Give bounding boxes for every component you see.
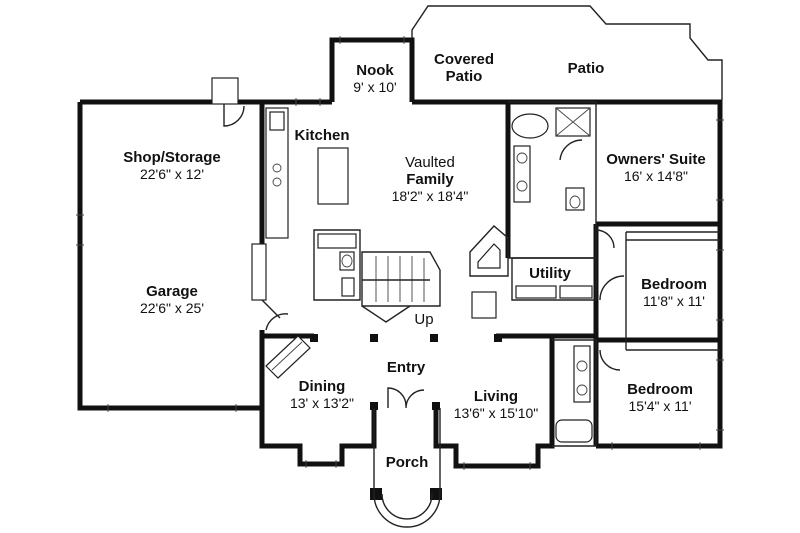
room-labels: Nook 9' x 10' Covered Patio Patio Kitche…	[123, 51, 707, 471]
entry-name: Entry	[387, 359, 426, 376]
porch-name: Porch	[386, 454, 429, 471]
bedroom-1-name: Bedroom	[641, 276, 707, 293]
nook-dims: 9' x 10'	[353, 79, 396, 95]
windows	[76, 36, 724, 470]
bedroom-2-name: Bedroom	[627, 381, 693, 398]
entry-piers	[310, 334, 502, 500]
living-name: Living	[474, 388, 518, 405]
shop-storage-name: Shop/Storage	[123, 149, 221, 166]
covered-patio-line2: Patio	[446, 68, 483, 85]
bedroom-1-dims: 11'8" x 11'	[643, 293, 705, 309]
bedroom-2-dims: 15'4" x 11'	[629, 398, 692, 414]
front-door	[387, 387, 425, 409]
kitchen-name: Kitchen	[294, 127, 349, 144]
owners-suite-dims: 16' x 14'8"	[624, 168, 688, 184]
dining-hutch	[265, 335, 311, 379]
dining-dims: 13' x 13'2"	[290, 395, 354, 411]
covered-patio-line1: Covered	[434, 51, 494, 68]
utility-name: Utility	[529, 265, 571, 282]
nook-name: Nook	[356, 62, 394, 79]
powder-room	[313, 229, 361, 301]
family-line2: Family	[406, 171, 454, 188]
patio-name: Patio	[568, 60, 605, 77]
family-dims: 18'2" x 18'4"	[392, 188, 469, 204]
owners-bath	[508, 101, 615, 259]
shop-storage-dims: 22'6" x 12'	[140, 166, 204, 182]
owners-suite-name: Owners' Suite	[606, 151, 705, 168]
stairs	[361, 251, 441, 323]
bedroom-closets	[599, 231, 720, 371]
garage-dims: 22'6" x 25'	[140, 300, 204, 316]
utility-room	[511, 257, 597, 301]
garage-name: Garage	[146, 283, 198, 300]
fireplace	[469, 225, 509, 319]
living-dims: 13'6" x 15'10"	[454, 405, 539, 421]
kitchen-fixtures	[251, 107, 349, 331]
family-line1: Vaulted	[405, 154, 455, 171]
exterior-bump	[211, 77, 245, 127]
exterior-walls	[77, 37, 723, 469]
hall-bath	[552, 339, 597, 447]
dining-name: Dining	[299, 378, 346, 395]
porch	[373, 408, 441, 528]
stairs-up-label: Up	[414, 311, 433, 328]
